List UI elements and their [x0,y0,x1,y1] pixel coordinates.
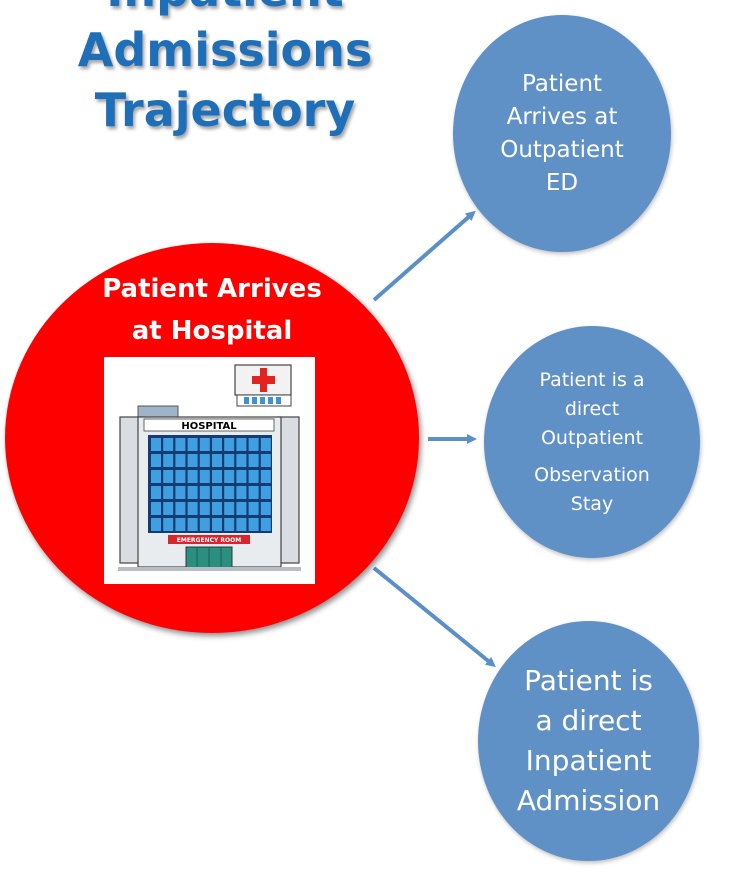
outcome-outpatient-ed: Patient Arrives at Outpatient ED [453,15,671,252]
hospital-window [224,486,235,499]
outcome-3-line-1: Patient is [524,664,653,697]
hospital-window [163,502,174,515]
arrow-to-outpatient-ed [372,210,476,302]
hospital-window [260,518,271,531]
hospital-window [187,454,198,467]
hospital-window [236,502,247,515]
hospital-window [260,486,271,499]
emergency-sign-text: EMERGENCY ROOM [177,537,241,544]
hospital-window [212,470,222,483]
hospital-window [260,502,271,515]
hospital-window [260,470,271,483]
outcome-1-line-2: Arrives at [506,103,618,130]
hospital-arrival-line-1: Patient Arrives [102,274,322,304]
hospital-window [199,502,210,515]
hospital-window [175,438,186,451]
hospital-window [175,454,186,467]
hospital-window [163,518,174,531]
hospital-window [224,502,235,515]
hospital-window [248,502,259,515]
hospital-window [248,454,259,467]
hospital-window [175,470,186,483]
title-line-3: Trajectory [94,83,356,137]
outcome-1-line-4: ED [545,169,579,196]
hospital-window [212,454,222,467]
hospital-window [224,454,235,467]
hospital-window [236,470,247,483]
hospital-window [260,454,271,467]
hospital-window [151,502,161,515]
outcome-3-line-3: Inpatient [525,744,652,777]
hospital-window [163,454,174,467]
hospital-window [224,518,235,531]
hospital-window [199,438,210,451]
hospital-arrival-label: Patient Arrives at Hospital [5,268,419,352]
hospital-window [151,518,161,531]
outcome-observation-stay: Patient is a direct Outpatient Observati… [484,326,700,558]
hospital-window [212,438,222,451]
hospital-window [151,486,161,499]
hospital-window [248,470,259,483]
hospital-window [212,518,222,531]
outcome-inpatient-admission: Patient is a direct Inpatient Admission [478,621,699,861]
title-line-2: Admissions [77,23,373,77]
hospital-window [163,470,174,483]
hospital-window [151,454,161,467]
outcome-2-line-5: Stay [570,492,614,515]
diagram-title: Inpatient Admissions Trajectory [40,0,410,140]
hospital-window [224,470,235,483]
hospital-window [199,470,210,483]
hospital-window [199,518,210,531]
hospital-window [236,438,247,451]
outcome-2-line-4: Observation [534,463,650,486]
title-line-1: Inpatient [40,0,410,20]
hospital-window [151,470,161,483]
hospital-window [212,502,222,515]
hospital-window [248,438,259,451]
hospital-window [248,486,259,499]
hospital-window [151,438,161,451]
arrow-to-inpatient-admission [372,566,496,668]
hospital-arrival-line-2: at Hospital [131,316,293,346]
hospital-window [236,518,247,531]
hospital-window [212,486,222,499]
hospital-window [224,438,235,451]
outcome-1-line-1: Patient [521,70,603,97]
hospital-window [187,486,198,499]
hospital-window [236,486,247,499]
outcome-3-line-2: a direct [535,704,642,737]
outcome-1-line-3: Outpatient [500,136,624,163]
outcome-2-line-2: direct [564,397,620,420]
hospital-window [163,486,174,499]
hospital-window [260,438,271,451]
hospital-window [187,438,198,451]
hospital-window [175,486,186,499]
hospital-window [248,518,259,531]
hospital-building-icon: HOSPITAL EMERGENCY ROOM [104,357,315,584]
hospital-window [163,438,174,451]
hospital-window [236,454,247,467]
outcome-3-line-4: Admission [516,784,661,817]
outcome-2-line-3: Outpatient [540,426,644,449]
hospital-window [199,454,210,467]
hospital-window [187,470,198,483]
hospital-window [175,502,186,515]
hospital-window [175,518,186,531]
hospital-window [187,502,198,515]
outcome-2-line-1: Patient is a [539,368,645,391]
hospital-sign-text: HOSPITAL [181,421,237,432]
hospital-window [199,486,210,499]
hospital-window [187,518,198,531]
